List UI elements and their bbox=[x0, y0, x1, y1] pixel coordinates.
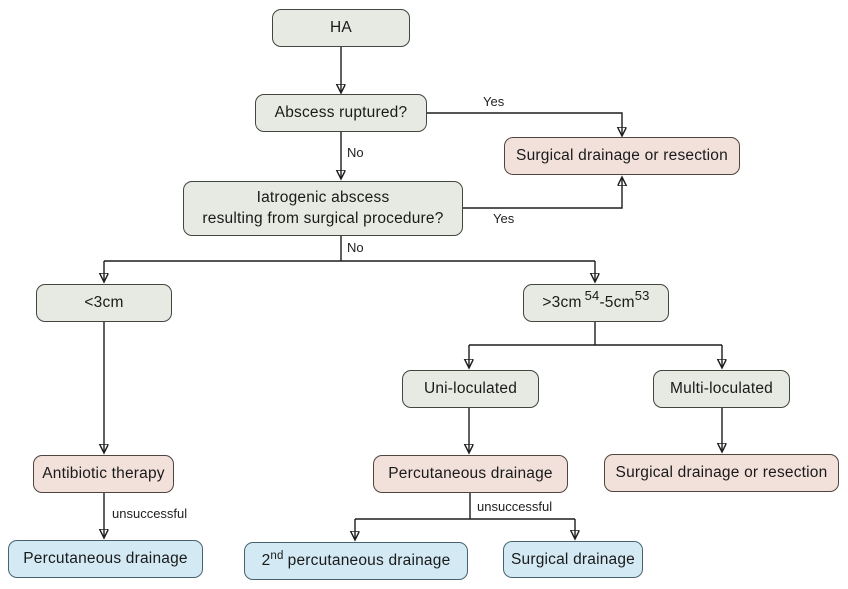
node-less-than-3cm: <3cm bbox=[36, 284, 172, 322]
edge-label-no-iatrogenic: No bbox=[347, 240, 364, 255]
node-percutaneous-drainage-left: Percutaneous drainage bbox=[8, 540, 203, 578]
node-uni-loculated-label: Uni-loculated bbox=[423, 380, 518, 398]
edge-label-unsuccessful-left: unsuccessful bbox=[112, 506, 188, 521]
gt3cm-base2: -5cm bbox=[599, 294, 635, 312]
node-surgical-drainage-resection-right: Surgical drainage or resection bbox=[604, 454, 839, 492]
edge-iatrogenic-yes bbox=[463, 178, 622, 209]
node-abscess-ruptured-label: Abscess ruptured? bbox=[274, 104, 408, 122]
node-surgical-drainage-resection-top-label: Surgical drainage or resection bbox=[516, 147, 728, 165]
edge-label-no-ruptured: No bbox=[347, 145, 364, 160]
second-ordinal-sup: nd bbox=[270, 550, 284, 563]
node-percutaneous-drainage-mid: Percutaneous drainage bbox=[373, 455, 568, 493]
node-antibiotic-therapy-label: Antibiotic therapy bbox=[42, 465, 165, 483]
node-less-than-3cm-label: <3cm bbox=[84, 294, 124, 312]
node-surgical-drainage-resection-top: Surgical drainage or resection bbox=[504, 137, 740, 175]
node-uni-loculated: Uni-loculated bbox=[402, 370, 539, 408]
node-ha: HA bbox=[272, 9, 410, 47]
edge-label-yes-iatrogenic: Yes bbox=[493, 211, 515, 226]
node-surgical-drainage: Surgical drainage bbox=[503, 541, 643, 578]
node-ha-label: HA bbox=[330, 19, 352, 37]
node-iatrogenic-abscess-label: Iatrogenic abscess resulting from surgic… bbox=[202, 188, 443, 230]
node-abscess-ruptured: Abscess ruptured? bbox=[255, 94, 427, 132]
node-percutaneous-drainage-left-label: Percutaneous drainage bbox=[23, 550, 188, 568]
gt3cm-citation-53: 53 bbox=[634, 288, 650, 304]
gt3cm-citation-54: 54 bbox=[584, 288, 600, 304]
node-iatrogenic-abscess: Iatrogenic abscess resulting from surgic… bbox=[183, 181, 463, 236]
second-base: 2 bbox=[261, 552, 271, 570]
node-multi-loculated-label: Multi-loculated bbox=[670, 380, 773, 398]
edge-label-yes-ruptured: Yes bbox=[483, 94, 505, 109]
node-percutaneous-drainage-mid-label: Percutaneous drainage bbox=[388, 465, 553, 483]
node-iatrogenic-line2: resulting from surgical procedure? bbox=[202, 209, 444, 227]
node-antibiotic-therapy: Antibiotic therapy bbox=[33, 455, 174, 493]
node-surgical-drainage-label: Surgical drainage bbox=[510, 550, 636, 568]
edge-ruptured-yes bbox=[427, 112, 622, 135]
node-surgical-drainage-resection-right-label: Surgical drainage or resection bbox=[615, 464, 828, 482]
gt3cm-base1: >3cm bbox=[542, 294, 582, 312]
node-iatrogenic-line1: Iatrogenic abscess bbox=[256, 188, 390, 206]
edge-label-unsuccessful-mid: unsuccessful bbox=[477, 499, 553, 514]
second-rest: percutaneous drainage bbox=[287, 552, 451, 570]
node-multi-loculated: Multi-loculated bbox=[653, 370, 790, 408]
